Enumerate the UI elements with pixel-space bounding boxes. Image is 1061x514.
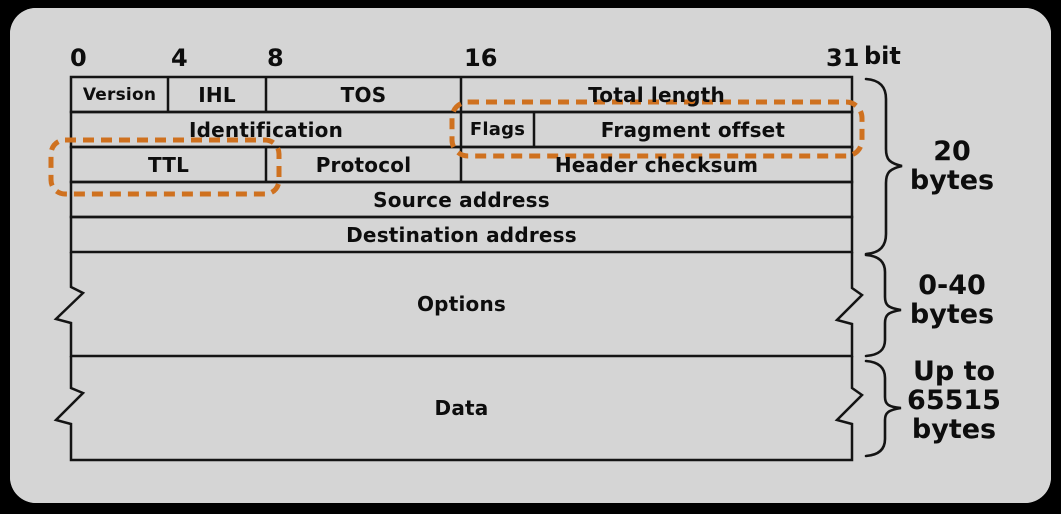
annotation-65515-bytes-line2: 65515 — [907, 385, 1001, 416]
row-data-outline-with-breaks — [53, 356, 864, 462]
field-options: Options — [416, 292, 507, 316]
annotation-65515-bytes-line3: bytes — [911, 414, 997, 445]
annotation-20-bytes: 20 bytes — [892, 137, 1012, 195]
annotation-65515-bytes-line1: Up to — [912, 356, 996, 387]
field-header-checksum: Header checksum — [554, 152, 759, 177]
field-data: Data — [434, 396, 489, 420]
row-options-outline-with-breaks — [53, 252, 864, 358]
brace-65515-bytes — [864, 359, 902, 458]
field-tos: TOS — [340, 82, 387, 107]
highlight-flags-fragment-offset — [449, 99, 865, 159]
annotation-0-40-bytes: 0-40 bytes — [892, 271, 1012, 329]
brace-20-bytes — [864, 77, 903, 256]
panel-background — [10, 8, 1051, 503]
row-destination — [69, 215, 854, 254]
highlight-ttl — [48, 137, 282, 197]
byte-count-braces — [864, 77, 903, 458]
bit-tick-16: 16 — [464, 44, 498, 72]
annotation-20-bytes-line1: 20 — [933, 136, 971, 167]
bit-tick-31: 31 — [826, 44, 860, 72]
field-source-address: Source address — [373, 187, 550, 212]
annotation-20-bytes-line2: bytes — [909, 165, 995, 196]
bit-tick-0: 0 — [70, 44, 87, 72]
bit-unit-label: bit — [864, 42, 901, 70]
field-fragment-offset: Fragment offset — [600, 117, 786, 142]
annotation-0-40-bytes-line1: 0-40 — [918, 270, 986, 301]
field-flags: Flags — [469, 119, 526, 140]
bit-column-dividers — [166, 77, 536, 182]
annotation-0-40-bytes-line2: bytes — [909, 299, 995, 330]
bit-tick-8: 8 — [267, 44, 284, 72]
field-protocol: Protocol — [315, 152, 412, 177]
field-ihl: IHL — [198, 82, 236, 107]
field-total-length: Total length — [588, 82, 725, 107]
highlight-boxes — [48, 99, 865, 197]
brace-0-40-bytes — [864, 253, 902, 358]
field-destination-address: Destination address — [346, 222, 577, 247]
annotation-65515-bytes: Up to 65515 bytes — [892, 357, 1016, 444]
bit-tick-4: 4 — [171, 44, 188, 72]
field-version: Version — [82, 84, 157, 105]
field-ttl: TTL — [147, 152, 190, 177]
field-identification: Identification — [188, 117, 344, 142]
header-grid — [53, 75, 864, 462]
